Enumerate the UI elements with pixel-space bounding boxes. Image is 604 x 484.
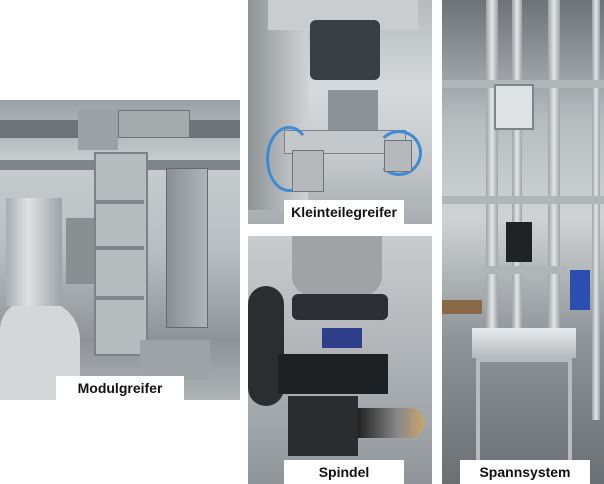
- gripper-back-plate: [78, 110, 118, 150]
- blue-object: [570, 270, 590, 310]
- photo-spannsystem: Spannsystem: [442, 0, 604, 484]
- connector-block: [278, 354, 388, 394]
- tool-changer-head: [310, 20, 380, 80]
- panel-label: Kleinteilegreifer: [284, 200, 404, 224]
- profile-post: [548, 0, 560, 330]
- valve-block: [328, 90, 378, 130]
- tool-changer-ring: [292, 294, 388, 320]
- gripper-finger: [384, 140, 412, 172]
- frame-shelf: [94, 200, 144, 204]
- table-top: [472, 328, 576, 358]
- frame-shelf: [94, 296, 144, 300]
- spindle-motor: [288, 396, 358, 456]
- crossbar: [482, 266, 566, 274]
- panel-label: Spindel: [284, 460, 404, 484]
- gripper-base: [140, 340, 210, 380]
- photo-kleinteilegreifer: Kleinteilegreifer: [248, 0, 432, 224]
- gripper-side-plate: [166, 168, 208, 328]
- panel-label: Modulgreifer: [56, 376, 184, 400]
- coupling: [322, 328, 362, 348]
- label-plate: [506, 222, 532, 262]
- robot-wrist: [292, 236, 382, 296]
- background-post: [592, 0, 600, 420]
- photo-spindel: Spindel: [248, 236, 432, 484]
- pneumatic-hose: [266, 126, 312, 192]
- center-profile: [512, 0, 522, 330]
- profile-post: [486, 0, 498, 330]
- gripper-block: [6, 198, 62, 306]
- frame-shelf: [94, 246, 144, 250]
- spindle-tool: [358, 408, 424, 438]
- wood-shelf: [442, 300, 482, 314]
- photo-modulgreifer: Modulgreifer: [0, 100, 240, 400]
- pneumatic-hose: [376, 130, 422, 176]
- gripper-frame: [94, 152, 148, 356]
- gripper-finger: [292, 150, 324, 192]
- gripper-rail: [118, 110, 190, 138]
- panel-label: Spannsystem: [460, 460, 590, 484]
- clamp-carriage: [494, 84, 534, 130]
- crossbar: [442, 196, 604, 204]
